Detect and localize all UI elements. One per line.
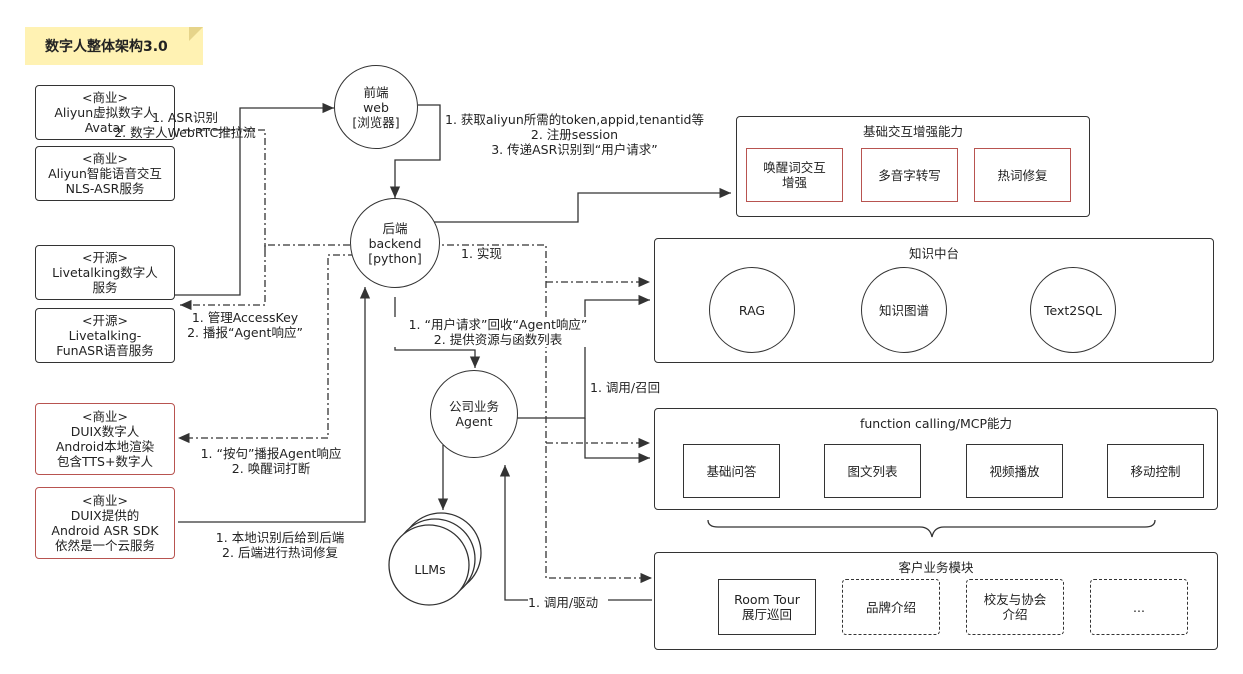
duix-asr-box: <商业> DUIX提供的 Android ASR SDK 依然是一个云服务 [35, 487, 175, 559]
edge-agent-knowledge [517, 294, 650, 419]
label-call-drive: 1. 调用/驱动 [528, 595, 608, 610]
label-duix: 1. “按句”播报Agent响应 2. 唤醒词打断 [192, 446, 350, 476]
label-asr-stream: 1. ASR识别 2. 数字人WebRTC推拉流 [114, 110, 256, 140]
customer-title: 客户业务模块 [898, 560, 974, 575]
edge-livetalking-frontend [175, 102, 334, 296]
basic-item-polyphone: 多音字转写 [861, 148, 958, 202]
label-duix-asr: 1. 本地识别后给到后端 2. 后端进行热词修复 [200, 530, 360, 560]
edge-backend-duix [178, 254, 355, 444]
diagram-title: 数字人整体架构3.0 [25, 27, 203, 65]
llms-label: LLMs [414, 562, 446, 577]
edge-duixasr-backend [178, 287, 371, 523]
funasr-box: <开源> Livetalking- FunASR语音服务 [35, 308, 175, 363]
knowledge-item-graph: 知识图谱 [861, 267, 947, 353]
basic-capability-panel: 基础交互增强能力 唤醒词交互 增强 多音字转写 热词修复 [736, 116, 1090, 217]
customer-item-alumni: 校友与协会 介绍 [966, 579, 1064, 635]
agent-node: 公司业务 Agent [430, 370, 518, 458]
customer-panel: 客户业务模块 Room Tour 展厅巡回 品牌介绍 校友与协会 介绍 ... [654, 552, 1218, 650]
label-call-recall: 1. 调用/召回 [590, 380, 670, 395]
label-access-key: 1. 管理AccessKey 2. 播报“Agent响应” [180, 310, 310, 340]
frontend-node: 前端 web [浏览器] [334, 65, 418, 149]
customer-item-roomtour: Room Tour 展厅巡回 [718, 579, 816, 635]
customer-item-brand: 品牌介绍 [842, 579, 940, 635]
function-item-move: 移动控制 [1107, 444, 1204, 498]
knowledge-title: 知识中台 [908, 246, 959, 261]
aliyun-asr-box: <商业> Aliyun智能语音交互 NLS-ASR服务 [35, 146, 175, 201]
label-backend-agent: 1. “用户请求”回收“Agent响应” 2. 提供资源与函数列表 [393, 317, 603, 347]
function-item-gallery: 图文列表 [824, 444, 921, 498]
edge-implement [432, 244, 652, 584]
aliyun-avatar-box: <商业> Aliyun虚拟数字人 Avatar [35, 85, 175, 140]
duix-box: <商业> DUIX数字人 Android本地渲染 包含TTS+数字人 [35, 403, 175, 475]
basic-item-wake: 唤醒词交互 增强 [746, 148, 843, 202]
basic-capability-title: 基础交互增强能力 [862, 124, 963, 139]
label-frontend-backend: 1. 获取aliyun所需的token,appid,tenantid等 2. 注… [442, 112, 707, 157]
edge-backend-basic [430, 187, 731, 223]
knowledge-panel: 知识中台 RAG 知识图谱 Text2SQL [654, 238, 1214, 363]
edge-frontend-aliyun [178, 129, 266, 250]
function-item-qa: 基础问答 [683, 444, 780, 498]
knowledge-item-text2sql: Text2SQL [1030, 267, 1116, 353]
livetalking-box: <开源> Livetalking数字人 服务 [35, 245, 175, 300]
edge-backend-funasr [180, 244, 350, 311]
edge-customer-agent [499, 465, 652, 601]
function-title: function calling/MCP能力 [859, 416, 1013, 431]
label-implement: 1. 实现 [461, 246, 511, 261]
edge-frontend-backend [389, 104, 441, 198]
basic-item-hotword: 热词修复 [974, 148, 1071, 202]
knowledge-item-rag: RAG [709, 267, 795, 353]
edge-agent-function [584, 418, 650, 464]
backend-node: 后端 backend [python] [350, 198, 440, 288]
function-item-video: 视频播放 [966, 444, 1063, 498]
function-panel: function calling/MCP能力 基础问答 图文列表 视频播放 移动… [654, 408, 1218, 510]
brace [707, 519, 1156, 538]
customer-item-more: ... [1090, 579, 1188, 635]
